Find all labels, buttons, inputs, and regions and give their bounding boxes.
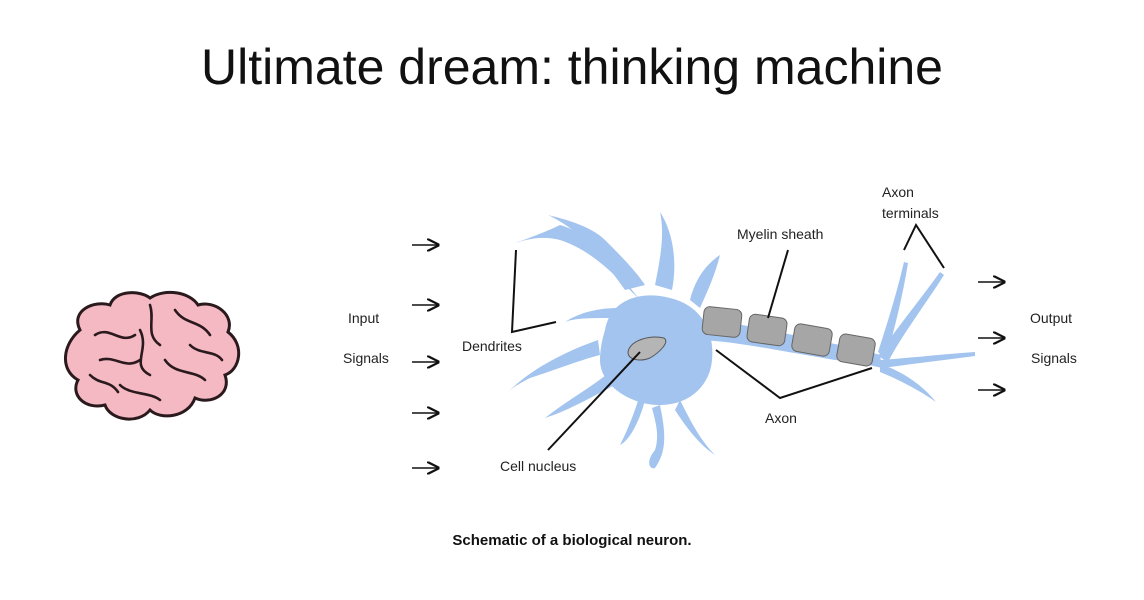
- myelin-sheath: [701, 306, 876, 367]
- output-arrows: [978, 282, 1004, 390]
- label-input-signals: Signals: [343, 350, 389, 366]
- pointer-lines: [510, 222, 945, 451]
- diagram-caption: Schematic of a biological neuron.: [452, 532, 692, 549]
- brain-icon: [64, 290, 240, 421]
- label-axon: Axon: [765, 410, 797, 426]
- label-myelin-sheath: Myelin sheath: [737, 226, 823, 242]
- label-axon-terminals-2: terminals: [882, 205, 939, 221]
- slide-title: Ultimate dream: thinking machine: [201, 39, 943, 95]
- input-arrows: [412, 245, 438, 468]
- label-output: Output: [1030, 310, 1072, 326]
- neuron: [508, 212, 975, 469]
- label-input: Input: [348, 310, 379, 326]
- label-axon-terminals-1: Axon: [882, 184, 914, 200]
- label-output-signals: Signals: [1031, 350, 1077, 366]
- label-cell-nucleus: Cell nucleus: [500, 458, 576, 474]
- label-dendrites: Dendrites: [462, 338, 522, 354]
